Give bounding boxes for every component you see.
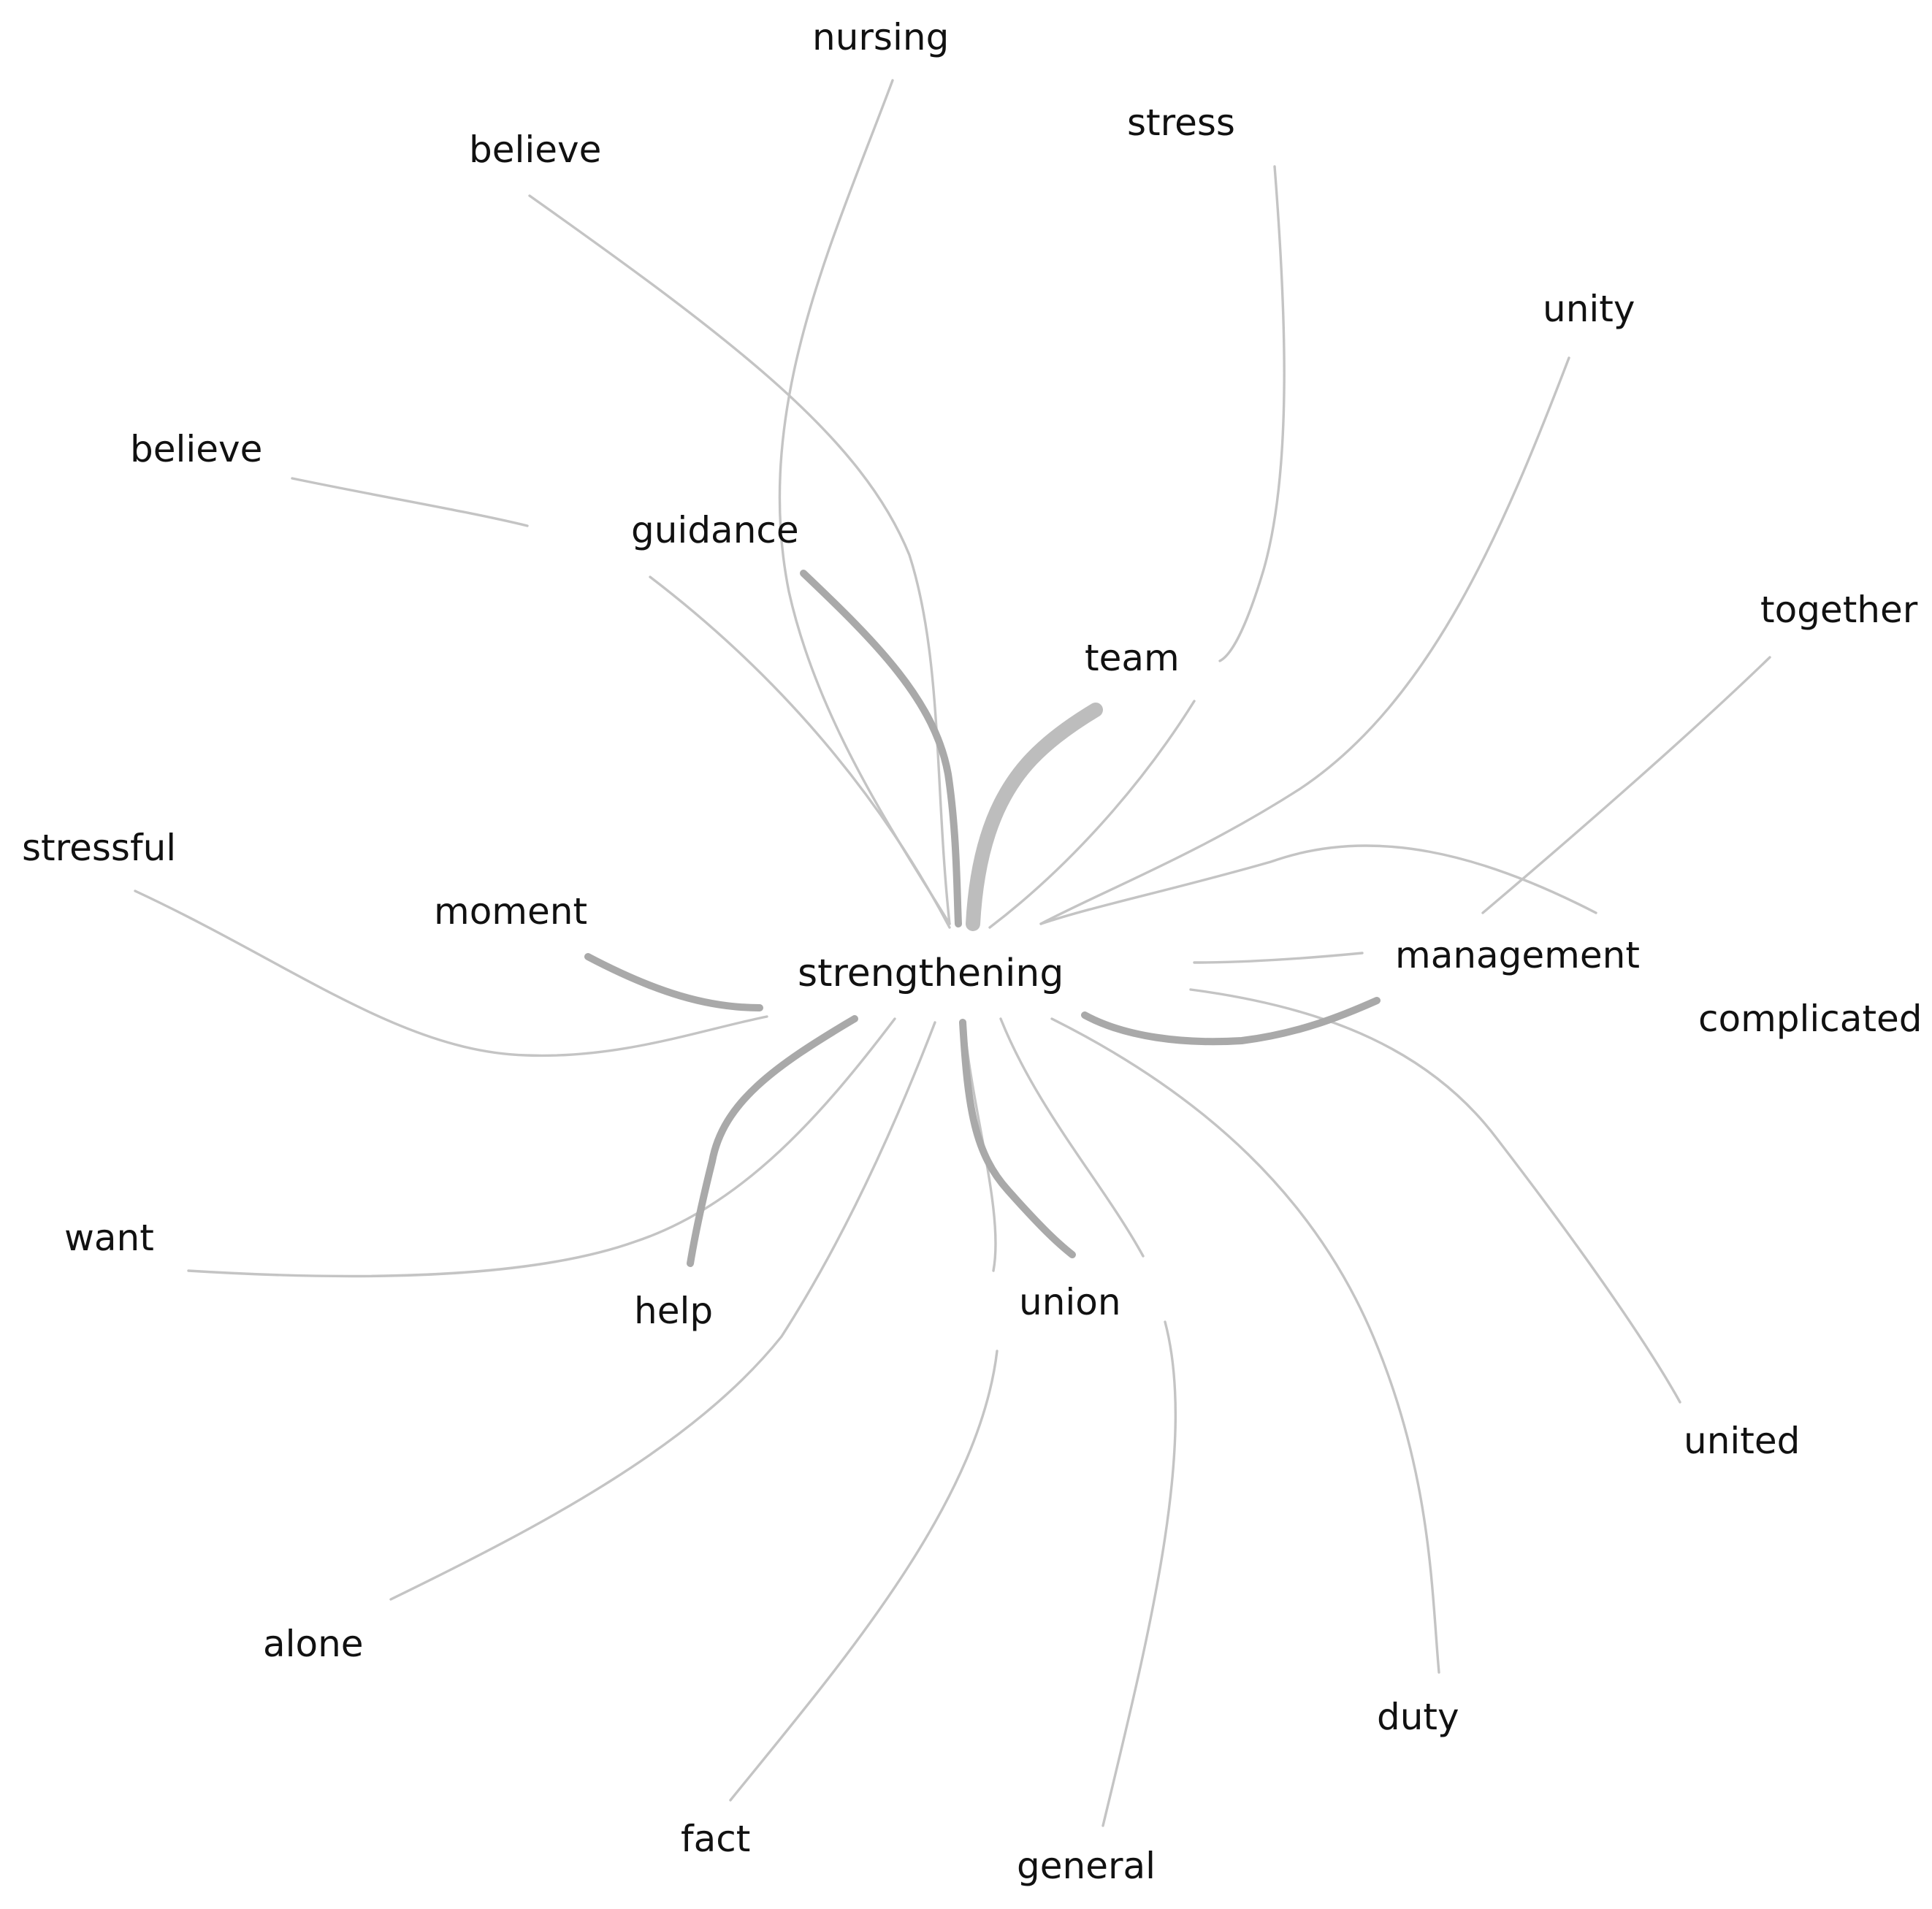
word-stress: stress (1127, 102, 1235, 144)
word-nursing: nursing (812, 16, 949, 58)
edge-moment (584, 953, 763, 1011)
word-duty: duty (1377, 1696, 1459, 1738)
word-alone: alone (263, 1623, 364, 1665)
word-together: together (1760, 589, 1918, 631)
edge-nursing (778, 79, 951, 925)
word-united: united (1684, 1420, 1800, 1462)
edges (134, 79, 1771, 1827)
edge-management-arc (1039, 844, 1597, 925)
word-fact: fact (681, 1818, 750, 1860)
word-management: management (1395, 934, 1640, 976)
edge-fact (729, 1350, 999, 1802)
edge-union-thick (959, 1019, 1076, 1258)
edge-management-thick (1081, 997, 1381, 1046)
word-believe-top: believe (469, 129, 601, 171)
word-strengthening: strengthening (798, 952, 1064, 995)
word-moment: moment (434, 890, 587, 933)
edge-management-direct (1193, 952, 1364, 964)
edge-duty (1050, 1017, 1440, 1674)
word-stressful: stressful (22, 827, 176, 869)
word-team: team (1085, 637, 1180, 679)
word-want: want (64, 1217, 154, 1259)
word-union: union (1019, 1281, 1121, 1323)
word-labels: strengthening nursing believe stress uni… (22, 16, 1923, 1887)
edge-believe-top (528, 194, 951, 925)
edge-guidance (649, 575, 951, 929)
word-help: help (634, 1290, 713, 1332)
edge-united (1189, 988, 1681, 1404)
word-believe-left: believe (130, 428, 262, 470)
edge-team (988, 700, 1196, 929)
edge-team-thick (966, 703, 1103, 931)
edge-guidance-thick (800, 570, 962, 927)
edge-believe-left (291, 477, 529, 527)
edge-alone (389, 1021, 936, 1601)
word-complicated: complicated (1698, 998, 1923, 1040)
word-unity: unity (1543, 288, 1635, 330)
edge-together (1481, 656, 1771, 914)
word-general: general (1017, 1845, 1156, 1887)
edge-unity (1039, 356, 1570, 925)
edge-union-thin (999, 1017, 1145, 1258)
edge-stress (1218, 165, 1286, 662)
edge-stressful (134, 890, 768, 1057)
edge-help (687, 1015, 858, 1267)
word-guidance: guidance (631, 509, 799, 551)
edge-want (187, 1017, 896, 1278)
edge-general (1101, 1320, 1177, 1827)
